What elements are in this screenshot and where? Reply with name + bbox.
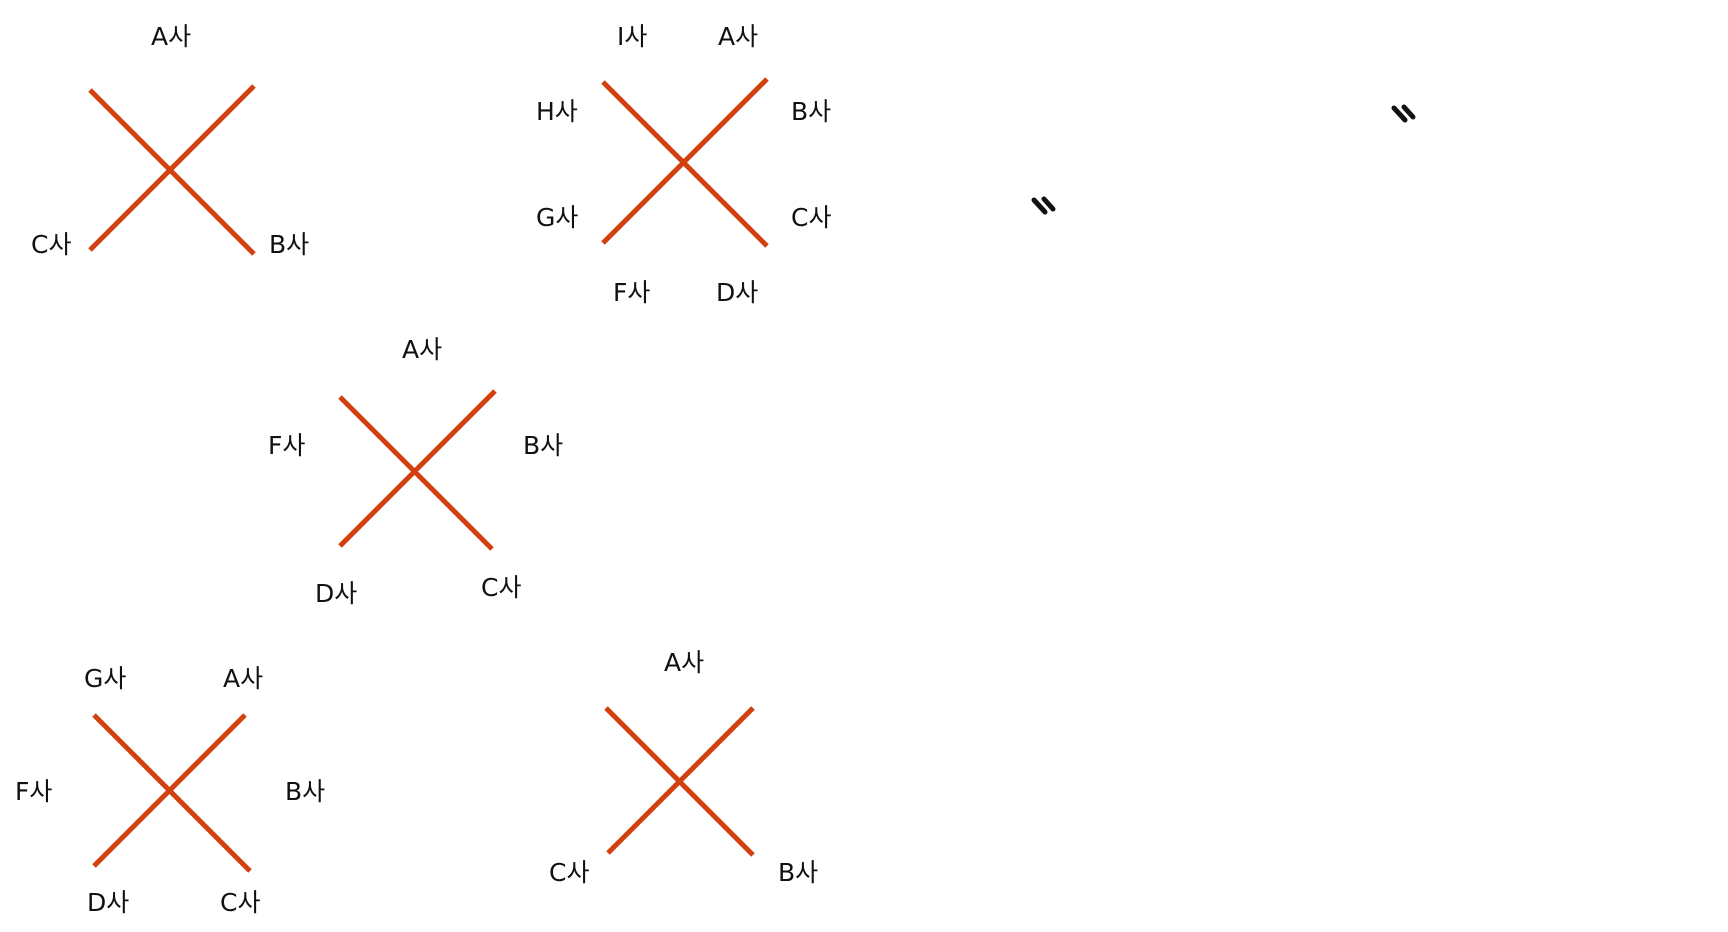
cross-line bbox=[601, 77, 769, 245]
company-label: B사 bbox=[269, 230, 310, 259]
cross-line bbox=[92, 713, 247, 868]
tick-stroke bbox=[1401, 104, 1416, 120]
company-label: A사 bbox=[402, 335, 443, 364]
company-label: F사 bbox=[15, 777, 53, 806]
company-label: C사 bbox=[220, 888, 261, 917]
company-label: A사 bbox=[151, 22, 192, 51]
double-tick-icon bbox=[1031, 196, 1056, 215]
tick-stroke bbox=[1041, 196, 1056, 212]
company-label: D사 bbox=[716, 278, 759, 307]
company-label: F사 bbox=[613, 278, 651, 307]
cross-diagram-4 bbox=[92, 713, 252, 873]
company-label: D사 bbox=[315, 579, 358, 608]
company-label: H사 bbox=[536, 97, 578, 126]
company-label: B사 bbox=[778, 858, 819, 887]
company-label: B사 bbox=[285, 777, 326, 806]
company-label: A사 bbox=[664, 648, 705, 677]
cross-diagram-5 bbox=[604, 706, 755, 857]
cross-line bbox=[88, 88, 256, 256]
cross-diagram-2 bbox=[601, 77, 769, 248]
cross-diagram-3 bbox=[338, 389, 497, 551]
company-label: D사 bbox=[87, 888, 130, 917]
tick-stroke bbox=[1391, 105, 1408, 123]
company-label: C사 bbox=[481, 573, 522, 602]
company-label: B사 bbox=[791, 97, 832, 126]
company-label: C사 bbox=[791, 203, 832, 232]
company-label: G사 bbox=[84, 664, 127, 693]
company-label: A사 bbox=[718, 22, 759, 51]
cross-diagram-1 bbox=[88, 84, 256, 256]
company-label: A사 bbox=[223, 664, 264, 693]
company-label: C사 bbox=[549, 858, 590, 887]
company-label: B사 bbox=[523, 431, 564, 460]
company-label: F사 bbox=[268, 431, 306, 460]
cross-line bbox=[606, 706, 755, 855]
double-tick-icon bbox=[1391, 104, 1416, 123]
tick-stroke bbox=[1031, 197, 1048, 215]
company-label: G사 bbox=[536, 203, 579, 232]
cross-line bbox=[338, 389, 497, 548]
company-label: I사 bbox=[617, 22, 648, 51]
cross-line bbox=[92, 713, 252, 873]
cross-line bbox=[88, 84, 256, 252]
company-label: C사 bbox=[31, 230, 72, 259]
